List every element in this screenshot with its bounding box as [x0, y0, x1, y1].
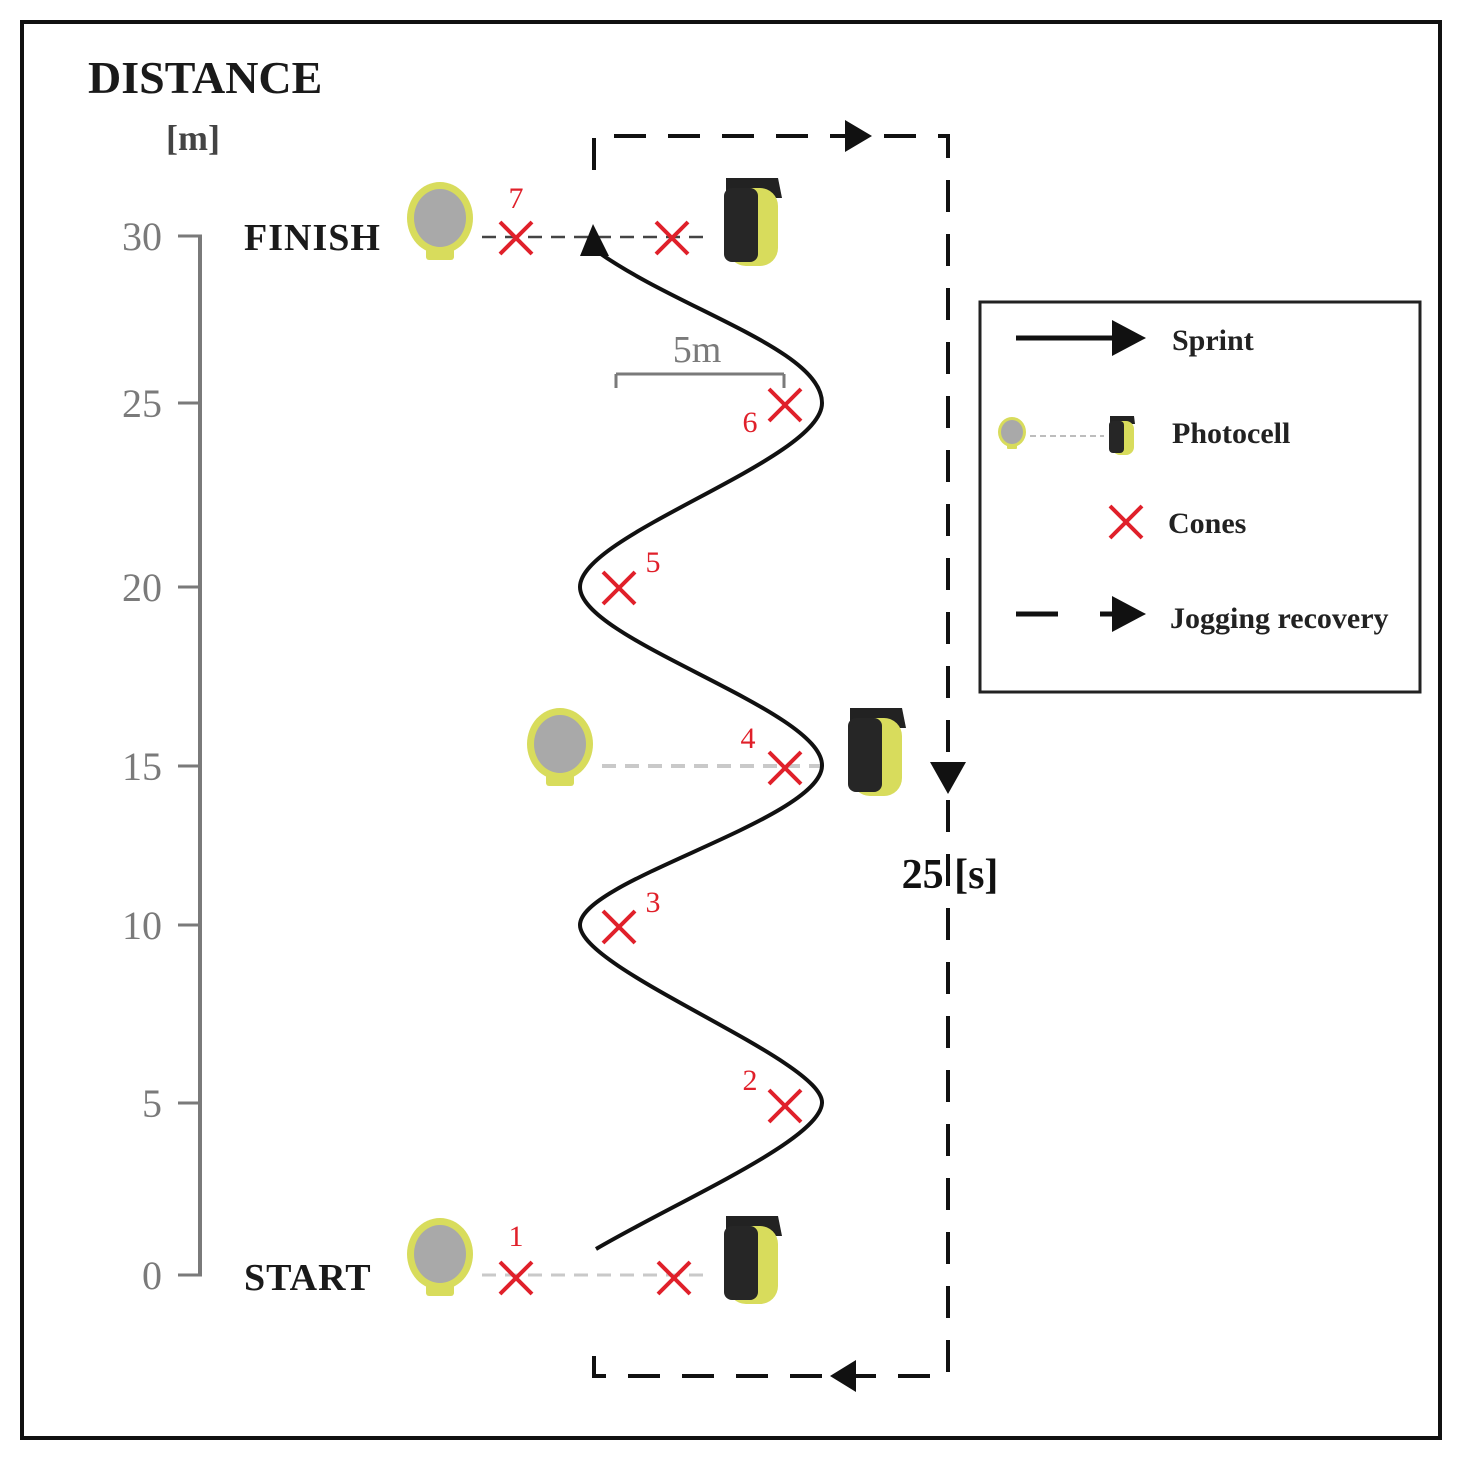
photocell-emitter-start: [407, 1218, 473, 1296]
legend-photocell-icon: [998, 416, 1135, 455]
cone-6: [767, 387, 803, 423]
photocell-emitter-finish: [407, 182, 473, 260]
finish-label: FINISH: [244, 217, 381, 259]
legend-sprint-label: Sprint: [1172, 324, 1254, 357]
cone-finish-right: [654, 220, 690, 256]
legend-photocell-label: Photocell: [1172, 417, 1290, 450]
jogging-recovery-path: [592, 134, 950, 1378]
dimension-label: 5m: [673, 329, 722, 371]
outer-frame: [20, 20, 1442, 1440]
sprint-arrowhead: [580, 224, 609, 256]
sprint-path: [577, 250, 825, 1251]
axis-tick-label: 20: [122, 565, 162, 610]
jogging-arrow-left: [830, 1360, 856, 1392]
legend-box: [978, 300, 1422, 694]
cone-number: 4: [741, 722, 756, 755]
cone-5: [601, 570, 637, 606]
axis-tick-label: 5: [142, 1081, 162, 1126]
distance-axis: 30 25 20 15 10 5 0: [122, 214, 202, 1298]
cone-start-right: [656, 1260, 692, 1296]
photocell-receiver-middle: [848, 708, 906, 796]
legend-jogging-label: Jogging recovery: [1170, 602, 1389, 635]
axis-unit: [m]: [166, 118, 220, 158]
cone-7: [498, 220, 534, 256]
cone-number: 1: [509, 1220, 524, 1253]
legend: Sprint Photocell Cones Jogging recovery: [978, 300, 1422, 694]
photocell-receiver-finish: [724, 178, 782, 266]
axis-tick-label: 10: [122, 903, 162, 948]
cone-1: [498, 1260, 534, 1296]
recovery-time-label: 25 [s]: [902, 852, 999, 898]
axis-tick-label: 15: [122, 744, 162, 789]
cone-number: 6: [743, 406, 758, 439]
jogging-arrow-down: [930, 762, 966, 794]
start-label: START: [244, 1257, 372, 1299]
photocell-receiver-start: [724, 1216, 782, 1304]
axis-tick-label: 30: [122, 214, 162, 259]
legend-cones-label: Cones: [1168, 507, 1246, 540]
dimension-5m: [614, 372, 786, 388]
cone-number: 7: [509, 182, 524, 215]
legend-sprint-icon: [1016, 320, 1146, 356]
cone-2: [767, 1088, 803, 1124]
cone-number: 5: [646, 546, 661, 579]
cone-number: 3: [646, 886, 661, 919]
cone-3: [601, 909, 637, 945]
cone-number: 2: [743, 1064, 758, 1097]
axis-title: DISTANCE: [88, 52, 322, 103]
axis-tick-label: 0: [142, 1253, 162, 1298]
jogging-arrow-right: [845, 120, 872, 152]
legend-jogging-icon: [1016, 596, 1146, 632]
axis-tick-label: 25: [122, 381, 162, 426]
photocell-emitter-middle: [527, 708, 593, 786]
